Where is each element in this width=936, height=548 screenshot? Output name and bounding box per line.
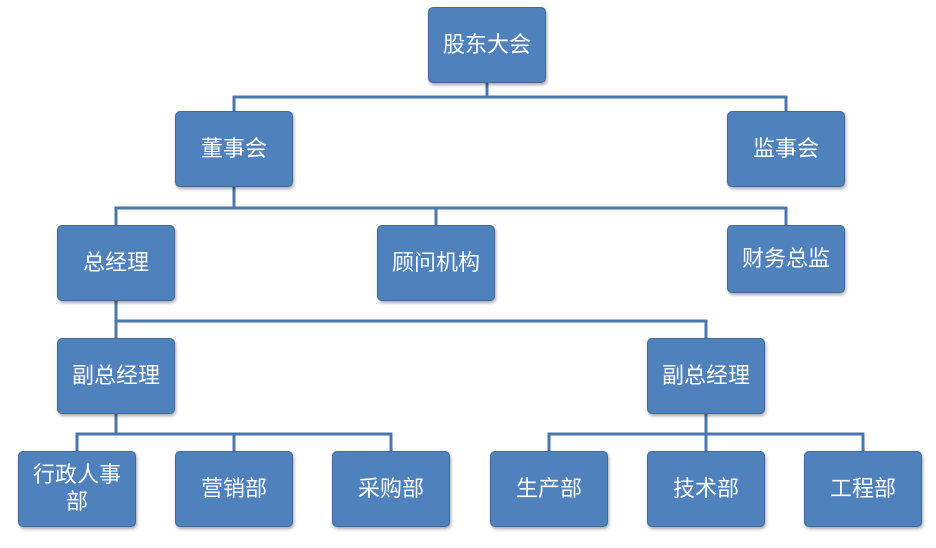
node-production-dept: 生产部 (490, 451, 608, 527)
node-engineering-dept: 工程部 (804, 451, 922, 527)
node-deputy-gm-right: 副总经理 (647, 338, 765, 414)
node-general-manager: 总经理 (57, 225, 175, 301)
node-deputy-gm-left: 副总经理 (57, 338, 175, 414)
node-technology-dept: 技术部 (647, 451, 765, 527)
node-admin-hr-dept: 行政人事部 (18, 451, 136, 527)
node-supervisory-board: 监事会 (727, 111, 845, 187)
connector-board-children (114, 185, 788, 227)
node-advisory-body: 顾问机构 (377, 225, 495, 301)
node-purchasing-dept: 采购部 (332, 451, 450, 527)
node-board-of-directors: 董事会 (175, 111, 293, 187)
node-finance-director: 财务总监 (727, 225, 845, 293)
connector-dgm-left-children (75, 412, 393, 453)
connector-gm-children (114, 299, 708, 340)
connector-shareholders-children (232, 81, 788, 113)
connector-dgm-right-children (547, 412, 865, 453)
node-shareholders-meeting: 股东大会 (428, 7, 546, 83)
node-marketing-dept: 营销部 (175, 451, 293, 527)
